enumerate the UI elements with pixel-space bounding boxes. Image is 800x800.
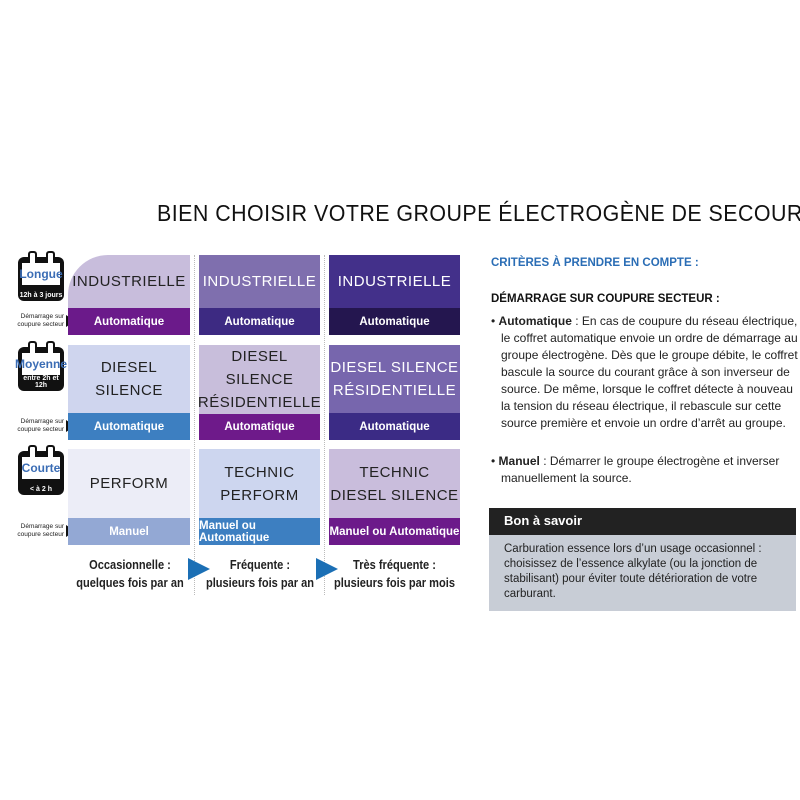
duration-range: entre 2h et 12h xyxy=(23,375,59,389)
startup-mode: Manuel xyxy=(68,518,190,545)
bullet-manuel: • Manuel : Démarrer le groupe électrogèn… xyxy=(491,454,780,485)
startup-mode: Automatique xyxy=(329,413,460,440)
generator-name: DIESEL SILENCE RÉSIDENTIELLE xyxy=(198,345,321,414)
tip-text: Carburation essence lors d’un usage occa… xyxy=(504,543,762,600)
generator-name: DIESEL SILENCE xyxy=(68,345,190,413)
generator-name: INDUSTRIELLE xyxy=(329,255,460,308)
startup-label: Démarrage sur coupure secteur xyxy=(17,523,64,538)
startup-mode: Automatique xyxy=(199,308,320,335)
generator-name: DIESEL SILENCE RÉSIDENTIELLE xyxy=(329,345,460,413)
bullet-term: Manuel xyxy=(498,454,540,468)
arrow-right-icon xyxy=(316,558,338,580)
column-divider xyxy=(194,255,195,595)
frequency-title: Occasionnelle : xyxy=(89,557,171,572)
tip-box: Bon à savoir Carburation essence lors d’… xyxy=(489,508,796,611)
duration-label: Longue xyxy=(19,263,63,285)
frequency-sub: plusieurs fois par an xyxy=(205,575,315,590)
generator-name: TECHNIC DIESEL SILENCE xyxy=(329,449,460,518)
bullet-text: : Démarrer le groupe électrogène et inve… xyxy=(501,454,780,485)
generator-name: PERFORM xyxy=(68,449,190,518)
generator-cell: DIESEL SILENCE Automatique xyxy=(68,345,190,440)
generator-cell: INDUSTRIELLE Automatique xyxy=(199,255,320,335)
frequency-label: Fréquente : plusieurs fois par an xyxy=(201,556,320,592)
frequency-label: Très fréquente : plusieurs fois par mois xyxy=(333,556,456,592)
generator-cell: DIESEL SILENCE RÉSIDENTIELLE Automatique xyxy=(198,345,321,440)
generator-cell: INDUSTRIELLE Automatique xyxy=(329,255,460,335)
duration-range: < à 2 h xyxy=(30,486,52,493)
generator-cell: PERFORM Manuel xyxy=(68,449,190,545)
column-divider xyxy=(324,255,325,595)
duration-label: Moyenne xyxy=(15,353,67,375)
calendar-icon: Longue 12h à 3 jours xyxy=(18,251,64,301)
bullet-automatique: • Automatique : En cas de coupure du rés… xyxy=(491,314,798,430)
generator-name: INDUSTRIELLE xyxy=(199,255,320,308)
tip-title: Bon à savoir xyxy=(489,508,796,535)
startup-mode: Automatique xyxy=(199,414,320,440)
generator-cell: TECHNIC PERFORM Manuel ou Automatique xyxy=(199,449,320,545)
criteria-title: CRITÈRES À PRENDRE EN COMPTE : xyxy=(491,257,699,269)
arrow-right-icon xyxy=(188,558,210,580)
bullet-text: : En cas de coupure du réseau électrique… xyxy=(501,314,798,430)
startup-label: Démarrage sur coupure secteur xyxy=(17,418,64,433)
frequency-title: Très fréquente : xyxy=(353,557,436,572)
frequency-title: Fréquente : xyxy=(229,557,291,572)
calendar-icon: Moyenne entre 2h et 12h xyxy=(15,341,67,391)
generator-name: INDUSTRIELLE xyxy=(68,255,190,308)
startup-mode: Automatique xyxy=(68,413,190,440)
startup-mode: Manuel ou Automatique xyxy=(329,518,460,545)
generator-cell: TECHNIC DIESEL SILENCE Manuel ou Automat… xyxy=(329,449,460,545)
generator-cell: DIESEL SILENCE RÉSIDENTIELLE Automatique xyxy=(329,345,460,440)
calendar-icon: Courte < à 2 h xyxy=(18,445,64,495)
frequency-sub: plusieurs fois par mois xyxy=(334,575,455,590)
page-title: BIEN CHOISIR VOTRE GROUPE ÉLECTROGÈNE DE… xyxy=(157,200,800,226)
duration-range: 12h à 3 jours xyxy=(19,292,63,299)
frequency-label: Occasionnelle : quelques fois par an xyxy=(71,556,190,592)
startup-label: Démarrage sur coupure secteur xyxy=(17,313,64,328)
duration-label: Courte xyxy=(22,457,60,479)
startup-mode: Automatique xyxy=(68,308,190,335)
frequency-sub: quelques fois par an xyxy=(76,575,184,590)
generator-cell: INDUSTRIELLE Automatique xyxy=(68,255,190,335)
bullet-term: Automatique xyxy=(498,314,572,328)
startup-mode: Manuel ou Automatique xyxy=(199,518,320,545)
startup-title: DÉMARRAGE SUR COUPURE SECTEUR : xyxy=(491,293,720,305)
startup-mode: Automatique xyxy=(329,308,460,335)
generator-name: TECHNIC PERFORM xyxy=(199,449,320,518)
